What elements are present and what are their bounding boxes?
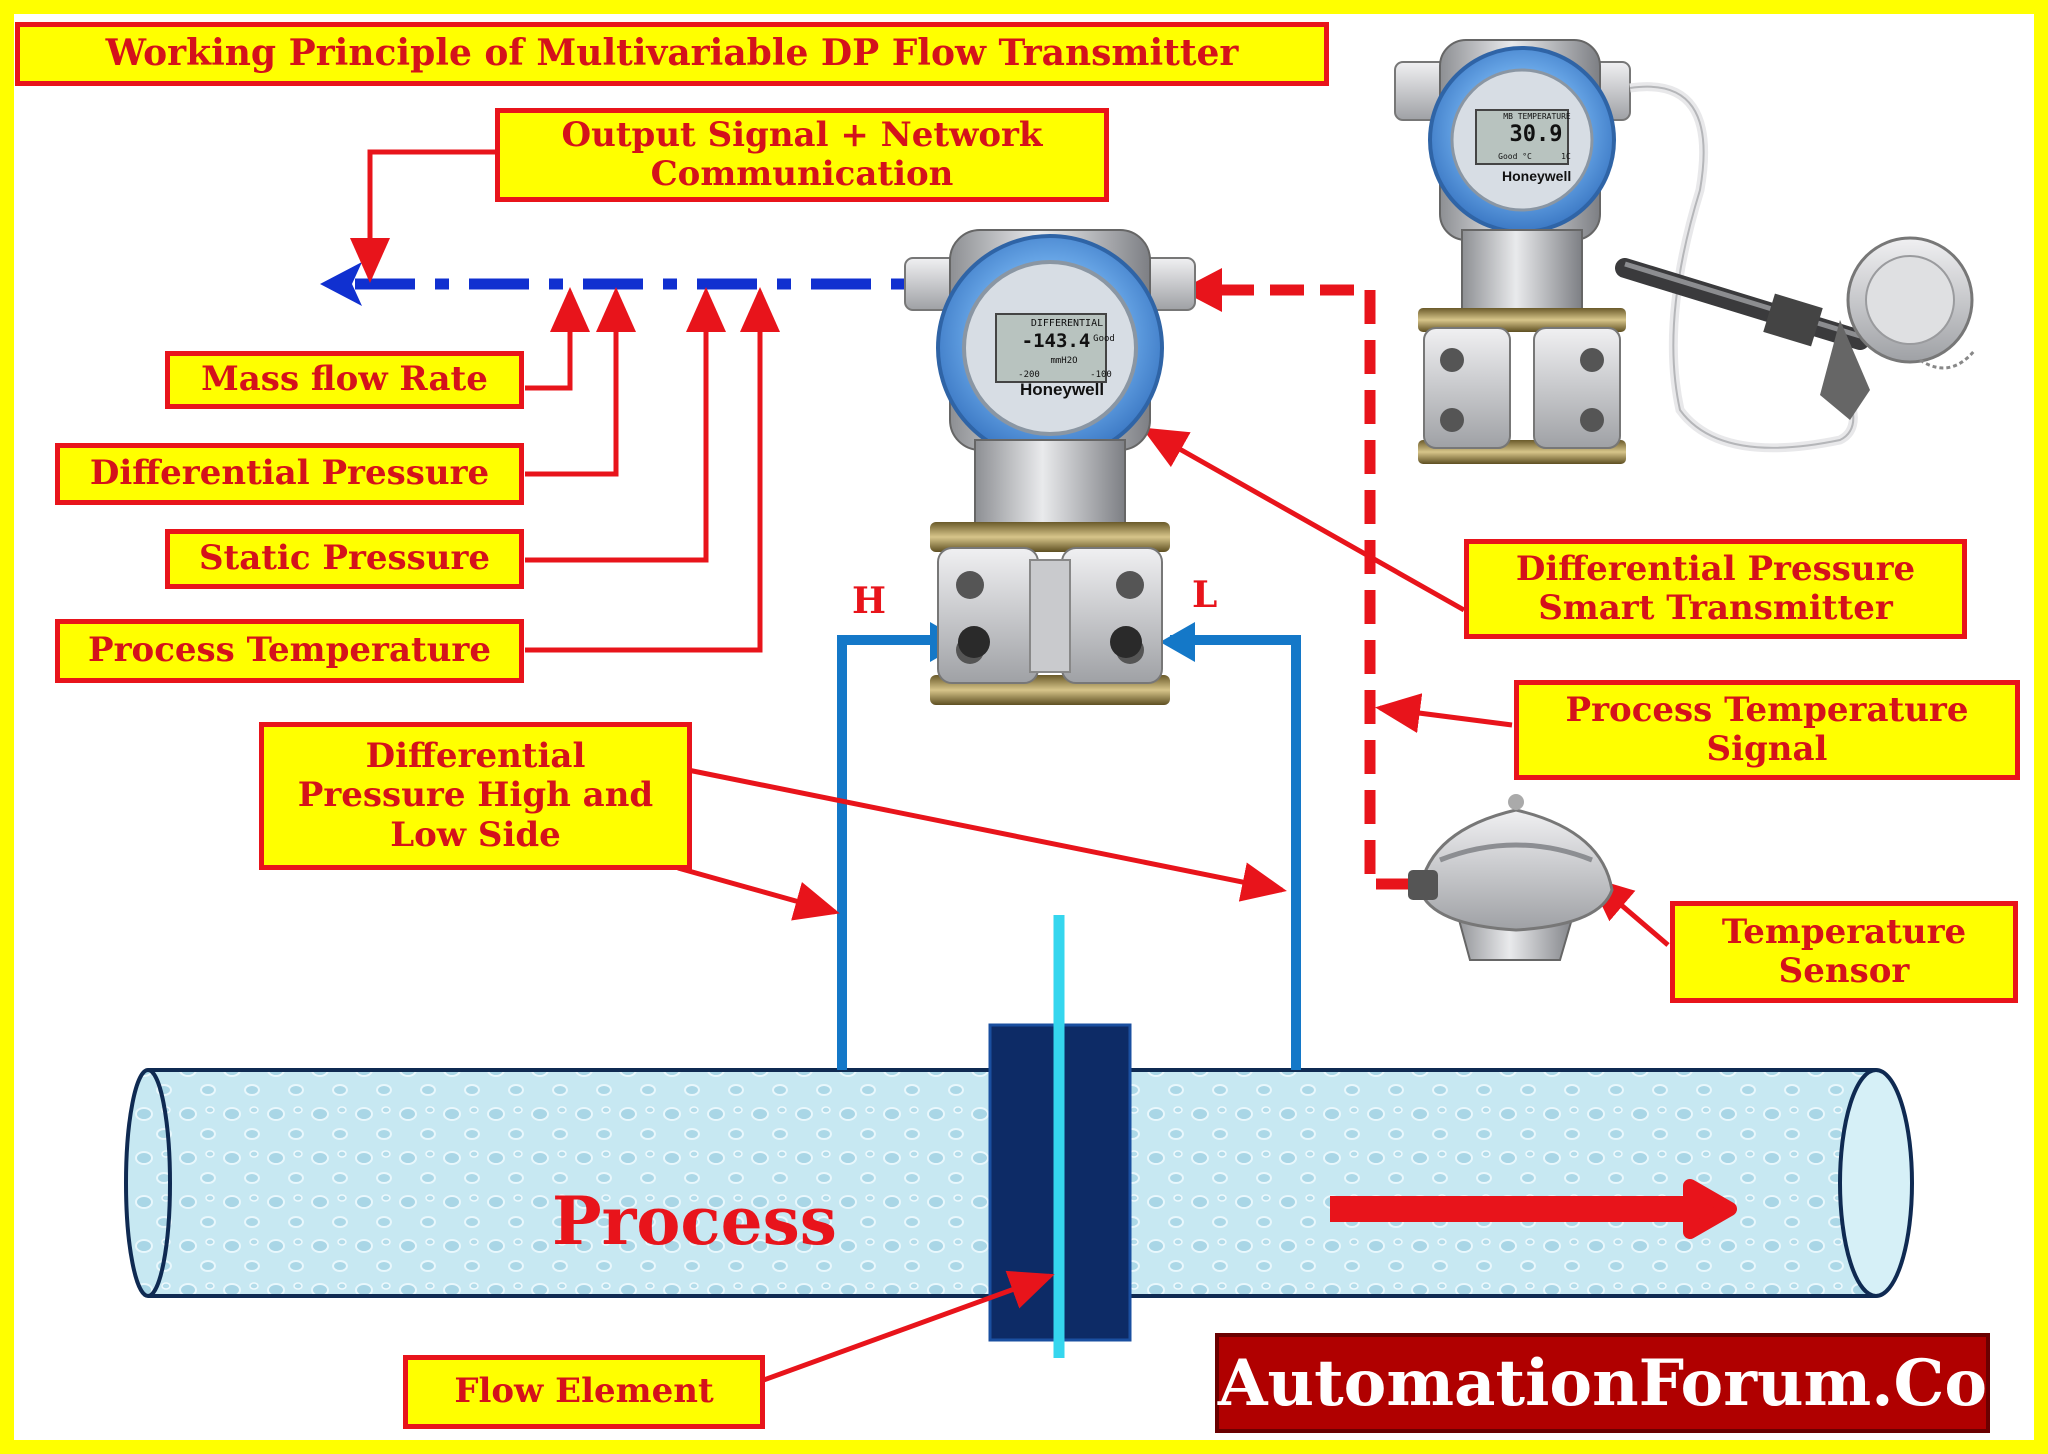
process-label: Process bbox=[552, 1182, 837, 1260]
temp-display-value: 30.9 bbox=[1509, 122, 1563, 147]
dp-brand-logo: Honeywell bbox=[1020, 380, 1105, 399]
temperature-signal-line bbox=[1210, 284, 1410, 890]
temperature-sensor-graphic bbox=[1408, 794, 1614, 1165]
flow-direction-arrow bbox=[1330, 1179, 1737, 1239]
label-differential-pressure: Differential Pressure bbox=[55, 443, 524, 505]
temp-display-unit: 1C bbox=[1561, 152, 1571, 161]
label-mass-flow-rate: Mass flow Rate bbox=[165, 351, 524, 409]
label-static-pressure: Static Pressure bbox=[165, 529, 524, 589]
temp-display-status: Good °C bbox=[1498, 152, 1532, 161]
dp-display-scale-max: -100 bbox=[1090, 370, 1112, 380]
diagram-title: Working Principle of Multivariable DP Fl… bbox=[15, 22, 1329, 86]
dp-display-value: -143.4 bbox=[1021, 330, 1091, 352]
label-process-temperature: Process Temperature bbox=[55, 619, 524, 683]
temp-display-line1: MB TEMPERATURE bbox=[1503, 112, 1571, 121]
dp-display-line1: DIFFERENTIAL bbox=[1030, 318, 1104, 329]
label-flow-element: Flow Element bbox=[403, 1355, 765, 1429]
temperature-signal-arrowhead bbox=[1180, 268, 1222, 312]
dp-transmitter-graphic bbox=[904, 229, 1196, 705]
dp-display-scale-min: -200 bbox=[1018, 370, 1040, 380]
dp-display-status: Good bbox=[1093, 334, 1115, 344]
high-side-letter: H bbox=[852, 580, 887, 622]
low-side-letter: L bbox=[1192, 574, 1218, 616]
automationforum-logo: AutomationForum.Co bbox=[1215, 1333, 1990, 1433]
temp-transmitter-graphic bbox=[1394, 39, 1977, 464]
dp-display-unit: mmH2O bbox=[1050, 356, 1078, 366]
temp-brand-logo: Honeywell bbox=[1502, 168, 1572, 184]
